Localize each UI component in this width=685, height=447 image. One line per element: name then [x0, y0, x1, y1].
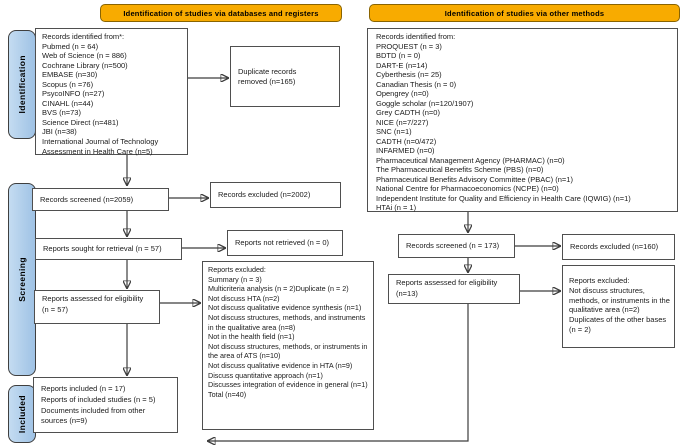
phase-identification: Identification: [8, 30, 36, 139]
connector-other-assessed-to-included: [207, 304, 469, 441]
phase-screening-label: Screening: [17, 257, 27, 302]
other-records-screened-text: Records screened (n = 173): [406, 241, 500, 251]
reports-included-text: Reports included (n = 17) Reports of inc…: [41, 384, 156, 426]
box-other-records-screened: Records screened (n = 173): [398, 234, 515, 258]
records-screened-text: Records screened (n=2059): [40, 194, 134, 204]
reports-assessed-text: Reports assessed for eligibility (n = 57…: [42, 294, 144, 314]
other-reports-excluded-detail-text: Reports excluded: Not discuss structures…: [569, 276, 670, 334]
records-excluded-text: Records excluded (n=2002): [218, 190, 311, 200]
reports-excluded-detail-text: Reports excluded: Summary (n = 3) Multic…: [208, 265, 368, 399]
phase-identification-label: Identification: [17, 55, 27, 114]
box-records-screened: Records screened (n=2059): [32, 188, 169, 211]
phase-included-label: Included: [17, 394, 27, 434]
box-reports-sought: Reports sought for retrieval (n = 57): [35, 238, 182, 260]
other-records-excluded-text: Records excluded (n=160): [570, 242, 659, 252]
box-reports-not-retrieved: Reports not retrieved (n = 0): [227, 230, 343, 256]
box-records-excluded: Records excluded (n=2002): [210, 182, 341, 208]
duplicates-removed-text: Duplicate records removed (n=165): [238, 66, 297, 86]
box-reports-assessed: Reports assessed for eligibility (n = 57…: [34, 290, 160, 324]
records-identified-databases-text: Records identified from*: Pubmed (n = 64…: [42, 32, 159, 156]
other-reports-assessed-text: Reports assessed for eligibility (n=13): [396, 278, 498, 298]
phase-screening: Screening: [8, 183, 36, 376]
box-reports-excluded-detail: Reports excluded: Summary (n = 3) Multic…: [202, 261, 374, 430]
box-duplicates-removed: Duplicate records removed (n=165): [230, 46, 340, 107]
box-other-reports-excluded-detail: Reports excluded: Not discuss structures…: [562, 265, 675, 348]
box-other-records-excluded: Records excluded (n=160): [562, 234, 675, 260]
box-records-identified-databases: Records identified from*: Pubmed (n = 64…: [35, 28, 188, 156]
box-other-reports-assessed: Reports assessed for eligibility (n=13): [388, 274, 520, 304]
header-databases-registers: Identification of studies via databases …: [100, 4, 342, 22]
box-reports-included: Reports included (n = 17) Reports of inc…: [33, 377, 178, 433]
header-databases-label: Identification of studies via databases …: [123, 8, 319, 18]
records-identified-other-text: Records identified from: PROQUEST (n = 3…: [376, 32, 631, 212]
phase-included: Included: [8, 385, 36, 443]
reports-sought-text: Reports sought for retrieval (n = 57): [43, 244, 162, 254]
header-other-methods-label: Identification of studies via other meth…: [444, 8, 605, 18]
reports-not-retrieved-text: Reports not retrieved (n = 0): [235, 238, 330, 248]
box-records-identified-other: Records identified from: PROQUEST (n = 3…: [367, 28, 678, 212]
header-other-methods: Identification of studies via other meth…: [369, 4, 680, 22]
